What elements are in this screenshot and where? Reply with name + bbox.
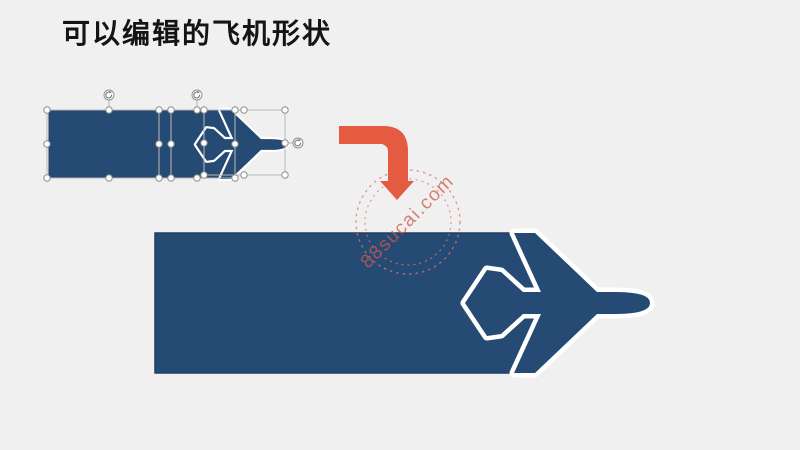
bent-arrow-down[interactable]	[339, 126, 414, 200]
resize-handle[interactable]	[105, 174, 113, 182]
resize-handle[interactable]	[240, 106, 248, 114]
resize-handle[interactable]	[240, 171, 248, 179]
watermark-ring-outer	[355, 169, 461, 275]
resize-handle[interactable]	[167, 174, 175, 182]
resize-handle[interactable]	[155, 174, 163, 182]
resize-handle[interactable]	[231, 140, 239, 148]
resize-handle[interactable]	[193, 106, 201, 114]
rotate-handle[interactable]	[103, 89, 115, 101]
selection-overlay[interactable]	[43, 89, 304, 182]
resize-handle[interactable]	[43, 174, 51, 182]
rotate-handle[interactable]	[191, 89, 203, 101]
resize-handle[interactable]	[231, 174, 239, 182]
resize-handle[interactable]	[43, 106, 51, 114]
resize-handle[interactable]	[200, 106, 208, 114]
large-airplane-shape[interactable]	[154, 233, 650, 373]
rotate-handle[interactable]	[292, 137, 304, 149]
resize-handle[interactable]	[200, 139, 208, 147]
resize-handle[interactable]	[281, 139, 289, 147]
resize-handle[interactable]	[43, 140, 51, 148]
resize-handle[interactable]	[155, 106, 163, 114]
resize-handle[interactable]	[231, 106, 239, 114]
resize-handle[interactable]	[167, 140, 175, 148]
resize-handle[interactable]	[281, 171, 289, 179]
resize-handle[interactable]	[105, 106, 113, 114]
slide-title[interactable]: 可以编辑的飞机形状	[62, 19, 333, 50]
resize-handle[interactable]	[200, 171, 208, 179]
resize-handle[interactable]	[167, 106, 175, 114]
resize-handle[interactable]	[281, 106, 289, 114]
resize-handle[interactable]	[193, 174, 201, 182]
watermark-ring-inner	[364, 178, 452, 266]
resize-handle[interactable]	[155, 140, 163, 148]
